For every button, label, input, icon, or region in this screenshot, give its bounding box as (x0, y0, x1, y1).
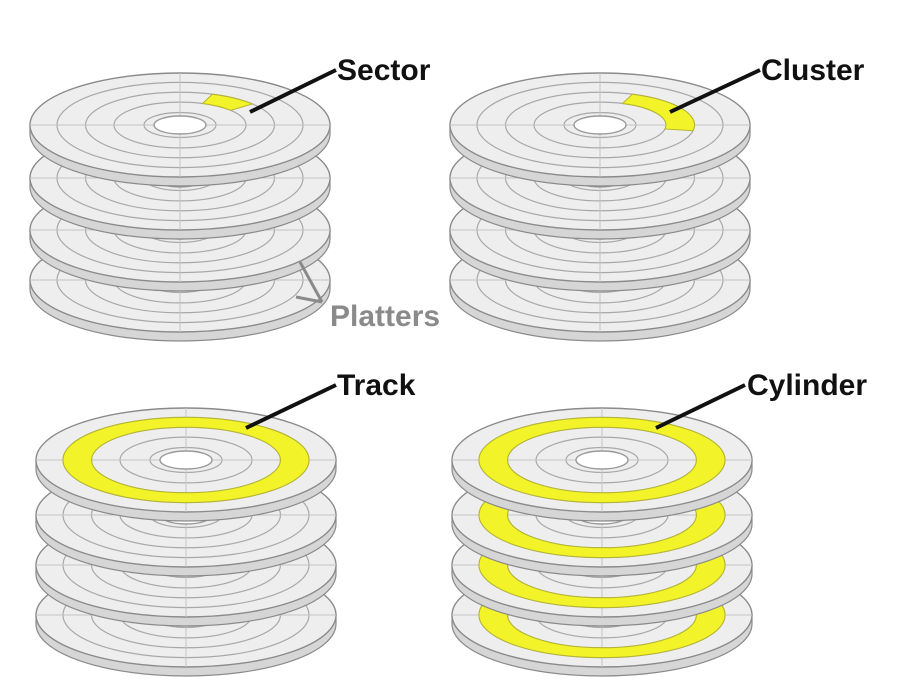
track-callout-line (245, 383, 337, 430)
platter (29, 72, 331, 187)
spindle-hole (575, 450, 629, 470)
platter (451, 407, 753, 522)
cluster-callout-line (669, 68, 761, 114)
platter (449, 72, 751, 187)
cylinder-highlight (478, 416, 726, 504)
spindle-hole (159, 450, 213, 470)
platters-callout-line-upper (298, 261, 324, 303)
spindle-hole (573, 115, 627, 135)
sector-label: Sector (337, 54, 431, 87)
sector-callout-line (249, 68, 337, 114)
cluster-label: Cluster (761, 54, 865, 87)
platters-callout-line-lower (295, 295, 323, 304)
cluster-highlight (621, 93, 695, 132)
cylinder-platter-stack (451, 407, 753, 677)
cylinder-label: Cylinder (747, 369, 867, 402)
sector-platter-stack (29, 72, 331, 342)
cylinder-callout-line (655, 383, 746, 430)
spindle-hole (153, 115, 207, 135)
platters-label: Platters (330, 300, 440, 333)
cluster-platter-stack (449, 72, 751, 342)
sector-highlight (201, 93, 254, 111)
platter (35, 407, 337, 522)
track-highlight (62, 416, 310, 504)
track-platter-stack (35, 407, 337, 677)
track-label: Track (337, 369, 416, 402)
